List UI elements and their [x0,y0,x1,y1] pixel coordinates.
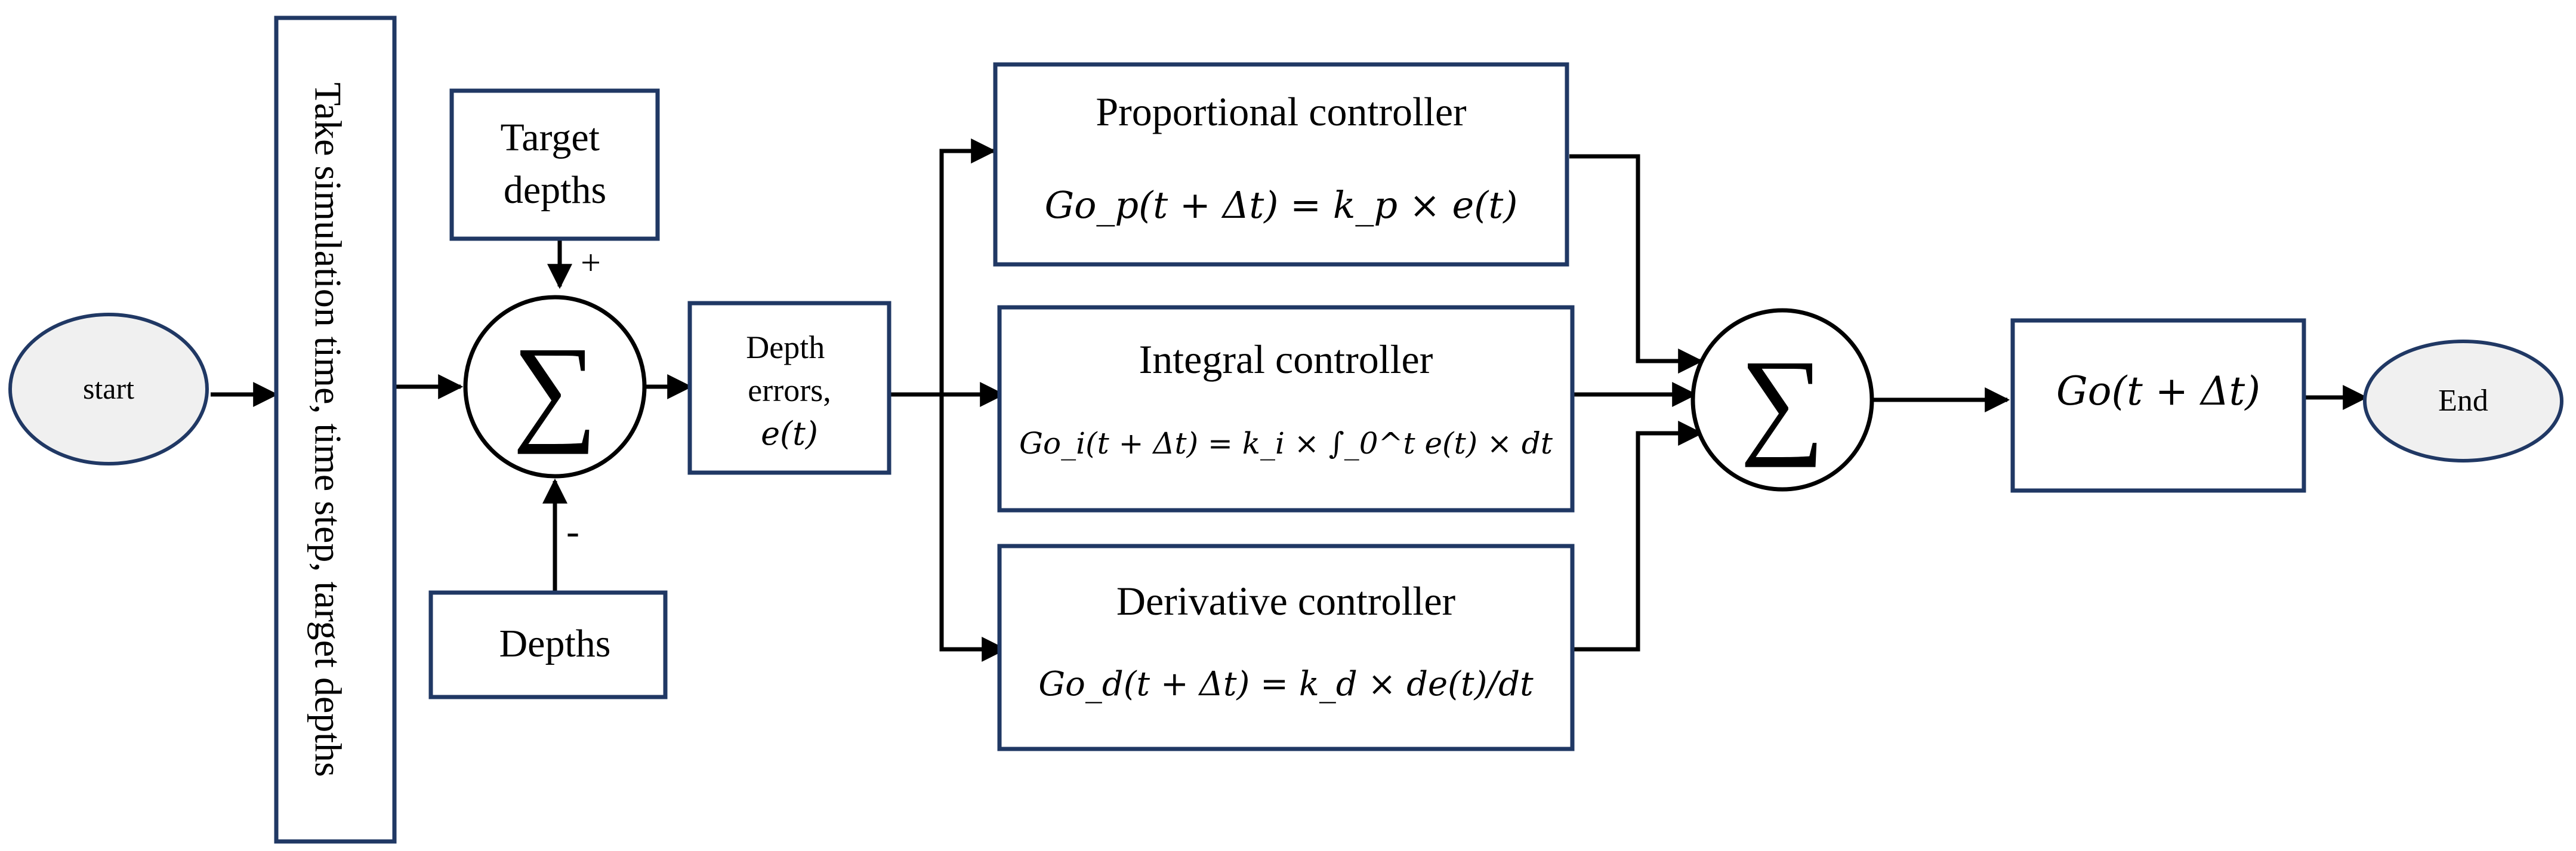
integral-title: Integral controller [1139,337,1433,382]
arrow-proportional-to-sum [1569,154,1704,374]
summation-node-1: ∑ [463,295,647,479]
input-box-label: Take simulation time, time step, target … [307,82,349,777]
input-box: Take simulation time, time step, target … [274,16,397,844]
depths-label: Depths [499,622,611,665]
end-node: End [2363,340,2563,462]
target-depths-box: Target depths [449,88,660,241]
depths-box: Depths [428,590,668,699]
end-label: End [2438,384,2488,418]
proportional-title: Proportional controller [1096,89,1467,134]
derivative-equation: Go_d(t + Δt) = k_d × de(t)/dt [1038,665,1534,704]
integral-controller-box: Integral controller Go_i(t + Δt) = k_i ×… [997,305,1575,513]
target-depths-label: Target depths [501,116,610,212]
summation-symbol-2: ∑ [1740,336,1825,468]
target-depths-line-1: Target [501,116,600,159]
summation-node-2: ∑ [1690,308,1874,492]
depth-errors-line-2: errors, [748,372,831,408]
output-box: Go(t + Δt) [2010,318,2306,493]
start-node: start [8,313,209,465]
minus-sign: - [566,510,579,553]
start-label: start [83,372,134,405]
arrow-derivative-to-sum [1572,421,1704,652]
target-depths-line-2: depths [504,168,606,212]
depth-errors-line-1: Depth [746,329,825,365]
proportional-equation: Go_p(t + Δt) = k_p × e(t) [1045,183,1518,227]
derivative-controller-box: Derivative controller Go_d(t + Δt) = k_d… [997,544,1575,751]
output-label: Go(t + Δt) [2056,368,2260,414]
derivative-title: Derivative controller [1116,578,1456,624]
proportional-controller-box: Proportional controller Go_p(t + Δt) = k… [993,62,1569,267]
depth-errors-symbol: e(t) [761,415,818,452]
integral-equation: Go_i(t + Δt) = k_i × ∫_0^t e(t) × dt [1019,426,1553,461]
arrow-errors-to-proportional [939,138,997,394]
plus-sign: + [581,243,601,282]
depth-errors-label: Depth errors, [746,329,832,408]
depth-errors-box: Depth errors, e(t) [687,301,891,475]
arrow-errors-to-derivative [939,394,1007,662]
summation-symbol-1: ∑ [513,323,598,455]
